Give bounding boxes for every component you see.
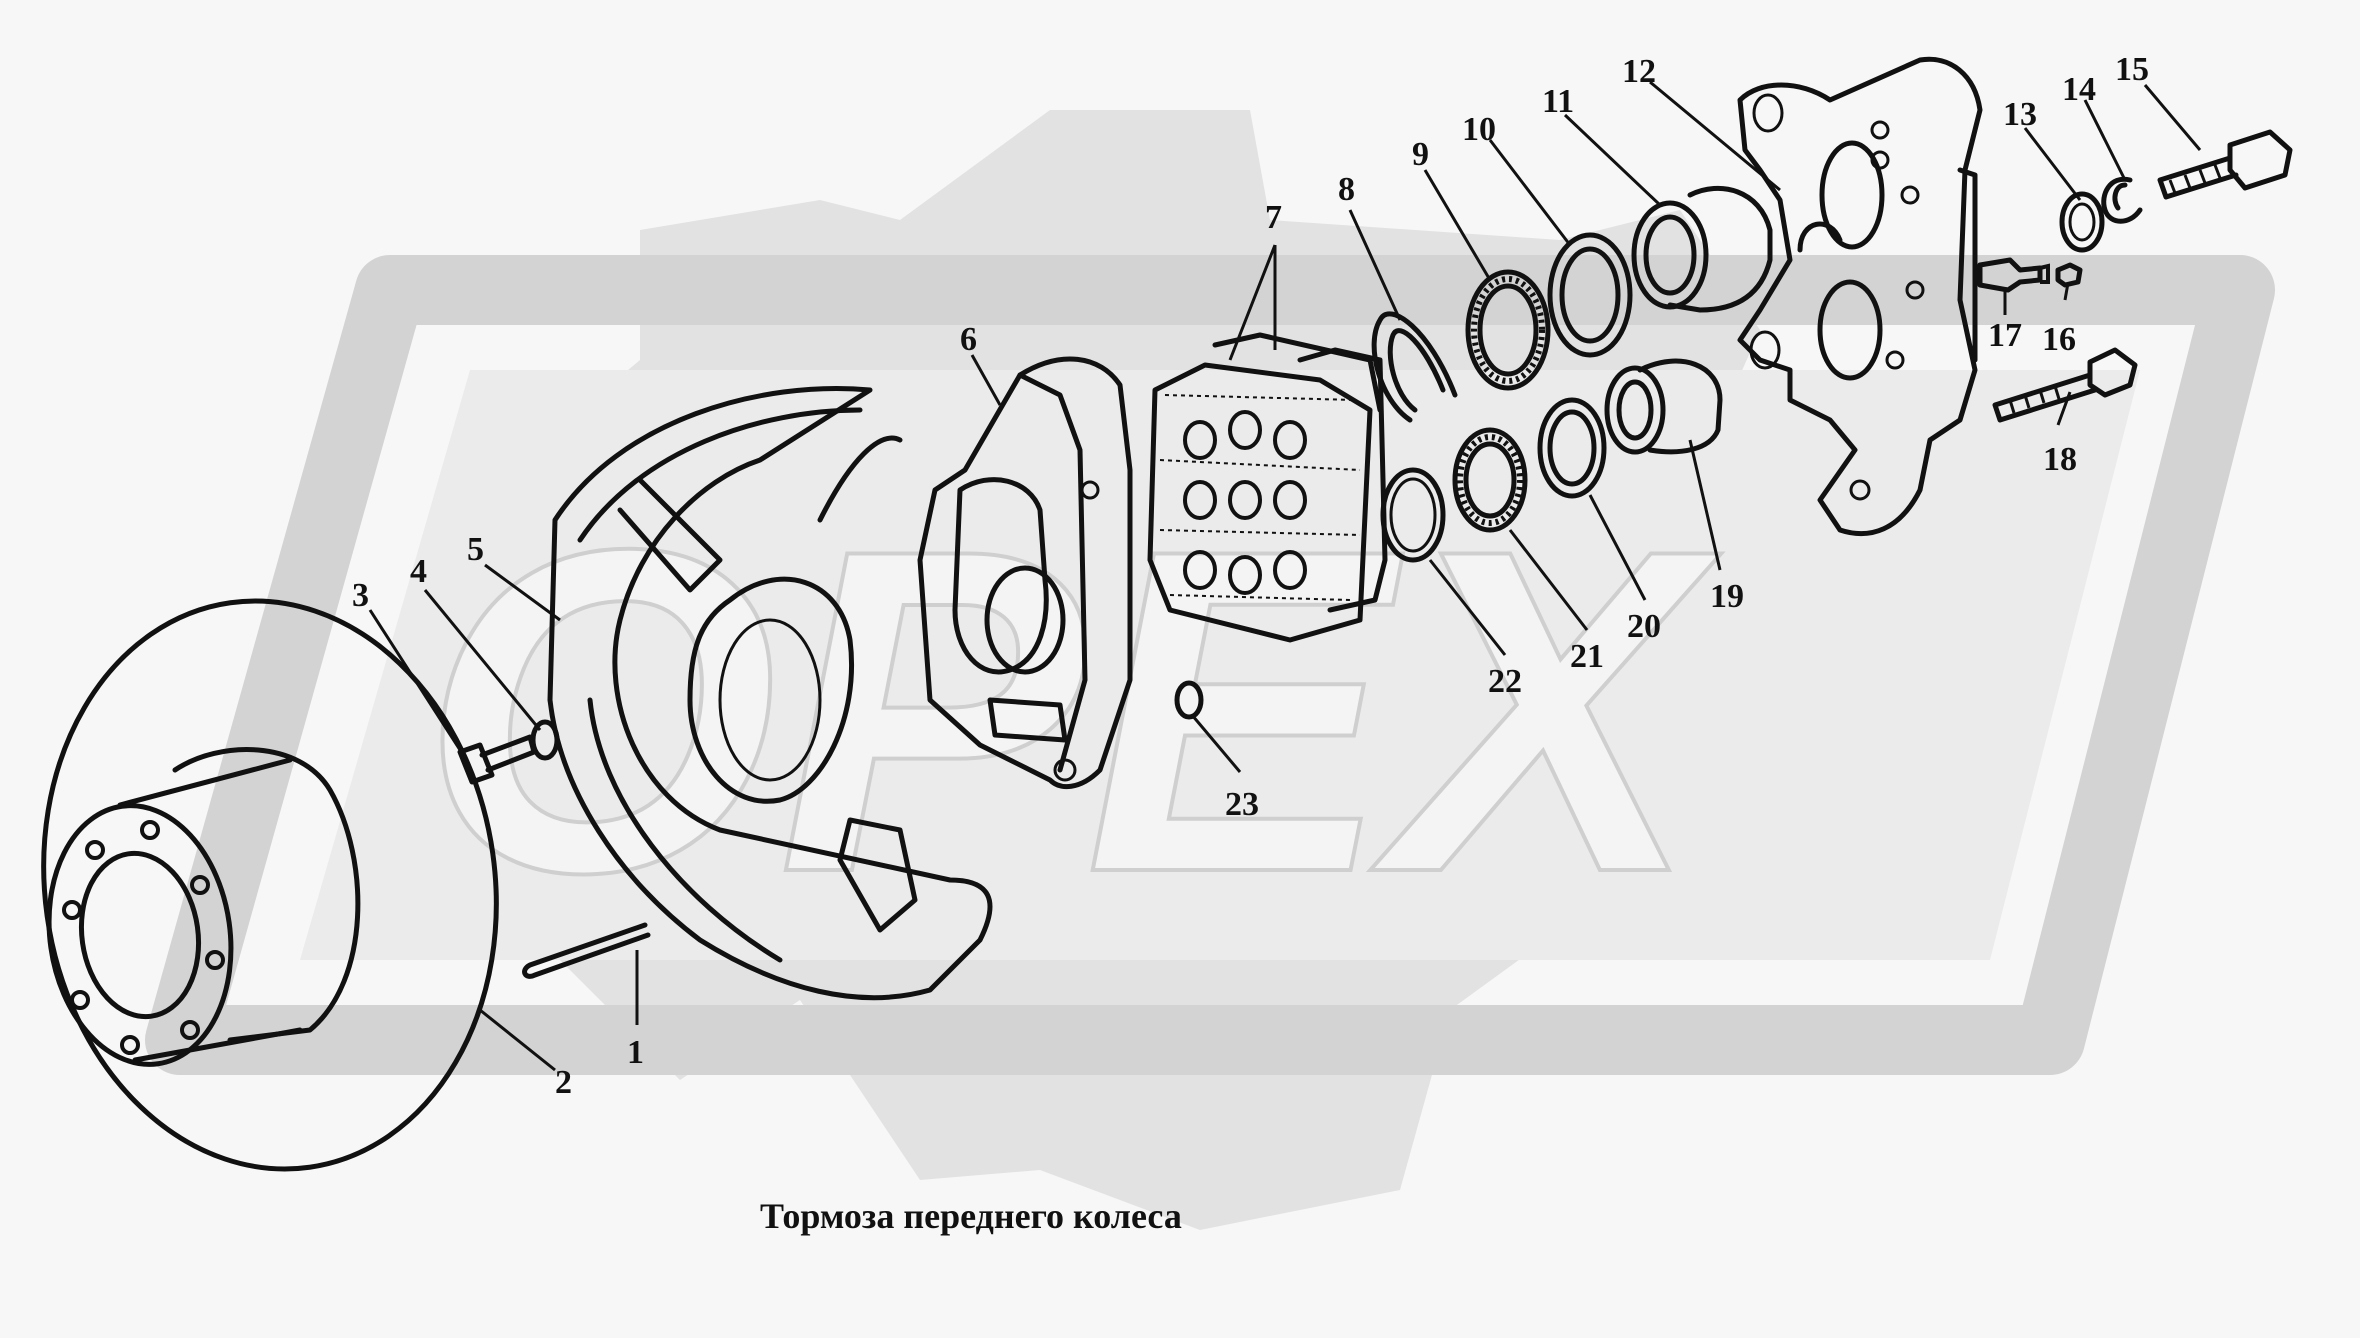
callout-17: 17 bbox=[1988, 317, 2022, 354]
callout-4: 4 bbox=[410, 553, 427, 590]
part-22-retaining-ring bbox=[1380, 467, 1446, 563]
part-15-bolt bbox=[2157, 129, 2293, 200]
part-8-retaining-ring bbox=[1371, 311, 1458, 423]
watermark-frame bbox=[145, 255, 2275, 1075]
part-9-seal bbox=[1465, 269, 1551, 391]
part-12-caliper-bracket bbox=[1737, 56, 1983, 537]
callout-21: 21 bbox=[1570, 638, 1604, 675]
part-18-bolt bbox=[1992, 347, 2138, 423]
watermark-text: OPEX bbox=[420, 455, 1722, 968]
callout-10: 10 bbox=[1462, 111, 1496, 148]
part-6-caliper-housing bbox=[917, 356, 1133, 790]
part-21-seal bbox=[1452, 427, 1528, 533]
callout-16: 16 bbox=[2042, 321, 2076, 358]
callout-7: 7 bbox=[1265, 199, 1282, 236]
part-1-split-pin bbox=[522, 922, 651, 979]
callout-5: 5 bbox=[467, 531, 484, 568]
callout-18: 18 bbox=[2043, 441, 2077, 478]
part-2-brake-disc bbox=[41, 598, 499, 1172]
callout-12: 12 bbox=[1622, 53, 1656, 90]
part-14-spring-washer bbox=[2101, 176, 2143, 224]
leader-lines bbox=[368, 80, 2202, 1072]
callout-14: 14 bbox=[2062, 71, 2096, 108]
part-17-bleeder-valve bbox=[1977, 257, 2050, 293]
part-11-piston bbox=[1631, 185, 1773, 313]
part-13-washer bbox=[2059, 191, 2105, 253]
part-19-piston bbox=[1604, 358, 1723, 455]
part-23-washer bbox=[1174, 680, 1204, 720]
callout-22: 22 bbox=[1488, 663, 1522, 700]
callout-20: 20 bbox=[1627, 608, 1661, 645]
callout-23: 23 bbox=[1225, 786, 1259, 823]
callout-13: 13 bbox=[2003, 96, 2037, 133]
part-16-bleeder-cap bbox=[2055, 262, 2083, 288]
callout-15: 15 bbox=[2115, 51, 2149, 88]
callout-1: 1 bbox=[627, 1034, 644, 1071]
callout-8: 8 bbox=[1338, 171, 1355, 208]
part-5-dust-shield bbox=[547, 386, 993, 1001]
callout-19: 19 bbox=[1710, 578, 1744, 615]
part-20-ring bbox=[1537, 397, 1607, 499]
watermark-frame-inner bbox=[300, 370, 2140, 960]
callout-11: 11 bbox=[1542, 83, 1574, 120]
diagram-caption: Тормоза переднего колеса bbox=[760, 1196, 1182, 1236]
callout-9: 9 bbox=[1412, 136, 1429, 173]
callout-2: 2 bbox=[555, 1064, 572, 1101]
part-10-ring bbox=[1547, 232, 1633, 358]
callout-3: 3 bbox=[352, 577, 369, 614]
callout-labels: 1 2 3 4 5 6 7 8 9 10 11 12 13 14 15 16 1… bbox=[352, 51, 2149, 1101]
callout-6: 6 bbox=[960, 321, 977, 358]
